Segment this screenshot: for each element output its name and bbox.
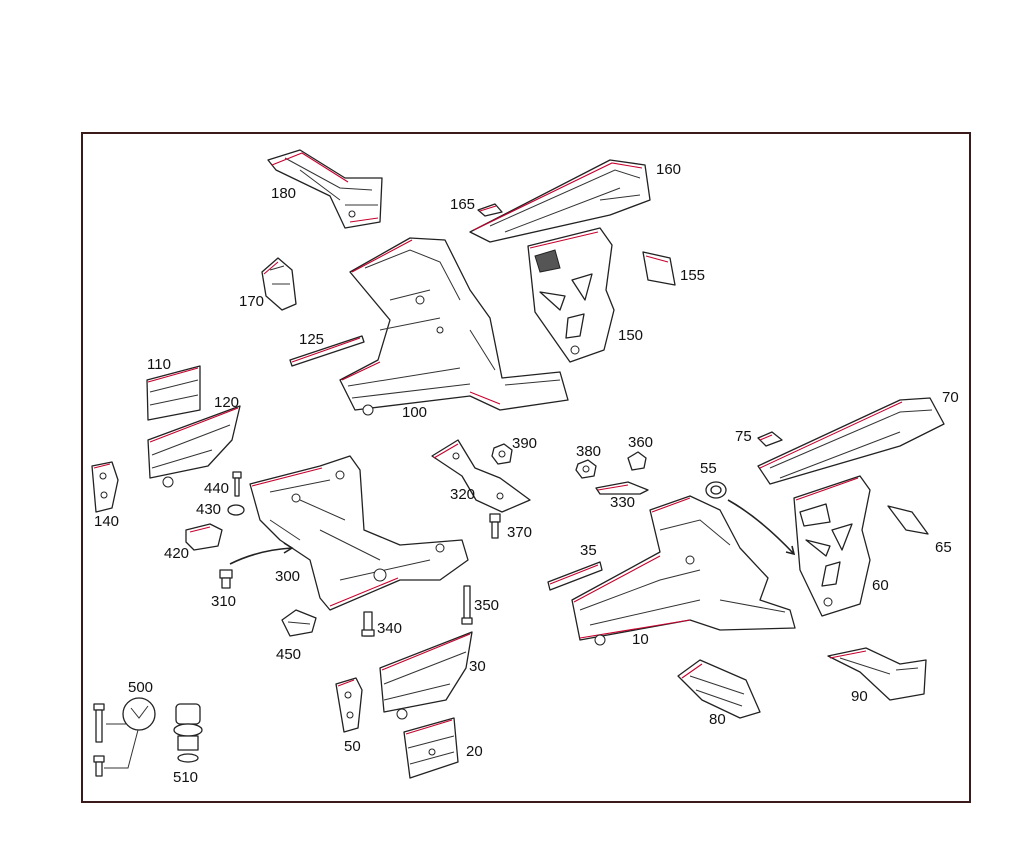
part-170[interactable] (261, 257, 297, 311)
label-180: 180 (271, 185, 296, 202)
part-90[interactable] (827, 647, 927, 701)
label-65: 65 (935, 539, 952, 556)
part-440[interactable] (232, 471, 242, 497)
part-140[interactable] (91, 461, 119, 513)
label-450: 450 (276, 646, 301, 663)
part-360[interactable] (627, 451, 647, 471)
label-90: 90 (851, 688, 868, 705)
label-160: 160 (656, 161, 681, 178)
part-110[interactable] (146, 365, 201, 421)
part-60[interactable] (793, 475, 871, 617)
part-300[interactable] (249, 455, 469, 611)
assembly-arrow-left-head (283, 542, 294, 554)
label-380: 380 (576, 443, 601, 460)
part-65[interactable] (887, 505, 929, 535)
label-150: 150 (618, 327, 643, 344)
label-500: 500 (128, 679, 153, 696)
label-100: 100 (402, 404, 427, 421)
part-320[interactable] (431, 439, 531, 513)
part-155[interactable] (642, 251, 676, 286)
part-450[interactable] (281, 609, 317, 637)
part-390[interactable] (491, 443, 513, 465)
label-510: 510 (173, 769, 198, 786)
label-440: 440 (204, 480, 229, 497)
label-80: 80 (709, 711, 726, 728)
label-360: 360 (628, 434, 653, 451)
label-390: 390 (512, 435, 537, 452)
label-30: 30 (469, 658, 486, 675)
label-320: 320 (450, 486, 475, 503)
assembly-arrow-left (229, 547, 293, 565)
label-75: 75 (735, 428, 752, 445)
part-165[interactable] (477, 203, 503, 217)
part-420[interactable] (185, 523, 223, 551)
label-60: 60 (872, 577, 889, 594)
label-50: 50 (344, 738, 361, 755)
part-30[interactable] (379, 631, 473, 720)
part-100[interactable] (339, 237, 569, 416)
label-20: 20 (466, 743, 483, 760)
label-70: 70 (942, 389, 959, 406)
part-80[interactable] (677, 659, 761, 719)
assembly-arrow-right (727, 499, 795, 555)
part-150[interactable] (527, 227, 615, 363)
label-300: 300 (275, 568, 300, 585)
label-310: 310 (211, 593, 236, 610)
part-160[interactable] (469, 159, 651, 243)
label-420: 420 (164, 545, 189, 562)
label-330: 330 (610, 494, 635, 511)
part-35[interactable] (547, 561, 603, 591)
label-110: 110 (147, 356, 171, 373)
part-20[interactable] (403, 717, 459, 779)
label-10: 10 (632, 631, 649, 648)
part-125[interactable] (289, 335, 365, 367)
part-510[interactable] (173, 703, 203, 763)
part-340[interactable] (361, 611, 375, 637)
part-330[interactable] (595, 481, 649, 495)
part-10[interactable] (571, 495, 796, 646)
part-500[interactable] (93, 697, 156, 777)
label-340: 340 (377, 620, 402, 637)
label-140: 140 (94, 513, 119, 530)
part-180[interactable] (267, 149, 383, 229)
part-55[interactable] (705, 481, 727, 499)
label-120: 120 (214, 394, 239, 411)
part-310[interactable] (219, 569, 233, 589)
label-165: 165 (450, 196, 475, 213)
part-70[interactable] (757, 397, 945, 485)
label-430: 430 (196, 501, 221, 518)
part-370[interactable] (489, 513, 501, 539)
part-50[interactable] (335, 677, 363, 733)
part-350[interactable] (461, 585, 473, 625)
label-125: 125 (299, 331, 324, 348)
label-35: 35 (580, 542, 597, 559)
label-55: 55 (700, 460, 717, 477)
label-155: 155 (680, 267, 705, 284)
part-380[interactable] (575, 459, 597, 479)
label-350: 350 (474, 597, 499, 614)
part-430[interactable] (227, 504, 245, 516)
diagram-frame (81, 132, 971, 803)
label-370: 370 (507, 524, 532, 541)
label-170: 170 (239, 293, 264, 310)
part-75[interactable] (757, 431, 783, 447)
assembly-arrow-right-head (785, 545, 796, 556)
part-120[interactable] (147, 405, 241, 488)
